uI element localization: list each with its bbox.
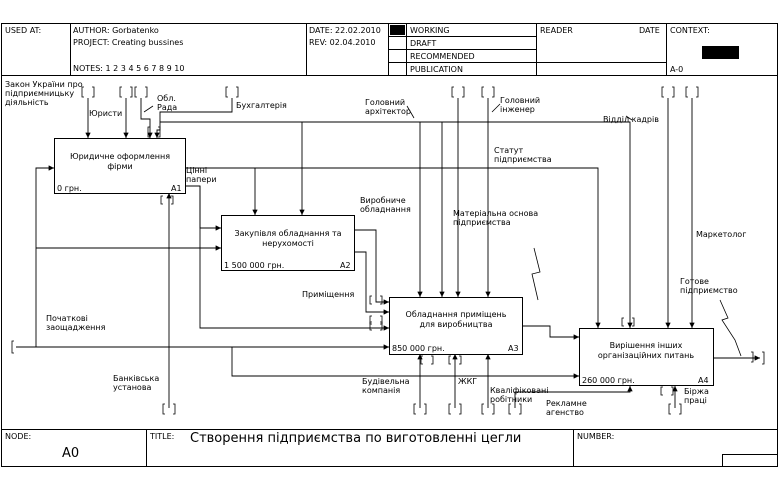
notes: NOTES: 1 2 3 4 5 6 7 8 9 10 bbox=[73, 64, 185, 73]
box-a3-num: A3 bbox=[508, 344, 519, 353]
node-label: NODE: bbox=[5, 432, 32, 441]
label-statute: Статут підприємства bbox=[494, 146, 552, 164]
label-production-equipment: Виробниче обладнання bbox=[360, 196, 411, 214]
label-housing: ЖКГ bbox=[458, 377, 478, 386]
arrow-savings-a4 bbox=[231, 347, 579, 379]
label-material-base: Матеріальна основа підприємства bbox=[453, 209, 539, 227]
arrow-material-base bbox=[522, 325, 579, 340]
context-node: A-0 bbox=[670, 65, 684, 74]
author: AUTHOR: Gorbatenko bbox=[73, 26, 159, 35]
status-working: WORKING bbox=[410, 26, 450, 35]
label-hr: Відділ кадрів bbox=[603, 115, 659, 124]
date: DATE: 22.02.2010 bbox=[309, 26, 381, 35]
arrow-savings-a1 bbox=[35, 165, 54, 347]
arrow-production-equipment bbox=[355, 229, 389, 305]
project: PROJECT: Creating bussines bbox=[73, 38, 184, 47]
context-marker bbox=[702, 46, 739, 59]
label-recruiting: Рекламне агенство bbox=[546, 399, 587, 417]
arrow-premises bbox=[355, 251, 389, 315]
arrow-recruiting bbox=[514, 386, 633, 408]
context-label: CONTEXT: bbox=[670, 26, 710, 35]
box-a1-title: Юридичне оформлення фірми bbox=[69, 152, 171, 171]
arrow-accounting-a1 bbox=[154, 98, 233, 138]
box-a3-title: Обладнання приміщень для виробництва bbox=[405, 310, 507, 329]
box-a4-num: A4 bbox=[698, 376, 709, 385]
outer-border bbox=[1, 23, 778, 467]
label-securities: Цінні папери bbox=[186, 166, 217, 184]
used-at-label: USED AT: bbox=[5, 26, 42, 35]
arrow-securities bbox=[186, 185, 221, 231]
box-a1-num: A1 bbox=[171, 184, 182, 193]
label-banking: Банківська установа bbox=[113, 374, 160, 392]
activity-box-a1 bbox=[54, 138, 186, 194]
box-a4-cost: 260 000 грн. bbox=[582, 376, 635, 385]
reader-date-label: DATE bbox=[639, 26, 660, 35]
box-a2-title: Закупівля обладнання та нерухомості bbox=[234, 229, 342, 248]
arrow-accounting-a4 bbox=[160, 121, 633, 328]
node-value: A0 bbox=[62, 446, 80, 461]
box-a2-cost: 1 500 000 грн. bbox=[224, 261, 285, 270]
status-publication: PUBLICATION bbox=[410, 65, 463, 74]
activity-box-a4 bbox=[579, 328, 714, 386]
label-construction: Будівельна компанія bbox=[362, 377, 410, 395]
box-a2-num: A2 bbox=[340, 261, 351, 270]
label-labor-exchange: Біржа праці bbox=[684, 387, 709, 405]
label-marketer: Маркетолог bbox=[696, 230, 747, 239]
box-a4-title: Вирішення інших організаційних питань bbox=[597, 341, 695, 360]
arrow-securities-a3 bbox=[199, 186, 389, 331]
label-oblrada: Обл. Рада bbox=[157, 94, 178, 112]
rev: REV: 02.04.2010 bbox=[309, 38, 376, 47]
label-chief-engineer: Головний інженер bbox=[500, 96, 541, 114]
label-premises: Приміщення bbox=[302, 290, 355, 299]
box-a1-cost: 0 грн. bbox=[57, 184, 82, 193]
label-lawyers: Юристи bbox=[89, 109, 123, 118]
reader-label: READER bbox=[540, 26, 573, 35]
status-working-marker bbox=[390, 25, 405, 35]
label-qualified-workers: Кваліфіковані робітники bbox=[490, 386, 549, 404]
label-chief-architect: Головний архітектор bbox=[365, 98, 411, 116]
activity-box-a2 bbox=[221, 215, 355, 271]
status-recommended: RECOMMENDED bbox=[410, 52, 475, 61]
label-law: Закон України про підприємницьку діяльні… bbox=[5, 80, 83, 107]
label-initial-savings: Початкові заощадження bbox=[46, 314, 106, 332]
title-label: TITLE: bbox=[150, 432, 175, 441]
box-a3-cost: 850 000 грн. bbox=[392, 344, 445, 353]
number-label: NUMBER: bbox=[577, 432, 615, 441]
label-finished-enterprise: Готове підприємство bbox=[680, 277, 738, 295]
arrow-statute bbox=[186, 167, 601, 328]
diagram-title: Створення підприємства по виготовленні ц… bbox=[190, 431, 522, 446]
status-draft: DRAFT bbox=[410, 39, 437, 48]
label-accounting: Бухгалтерія bbox=[236, 101, 287, 110]
arrow-oblrada bbox=[140, 98, 153, 138]
